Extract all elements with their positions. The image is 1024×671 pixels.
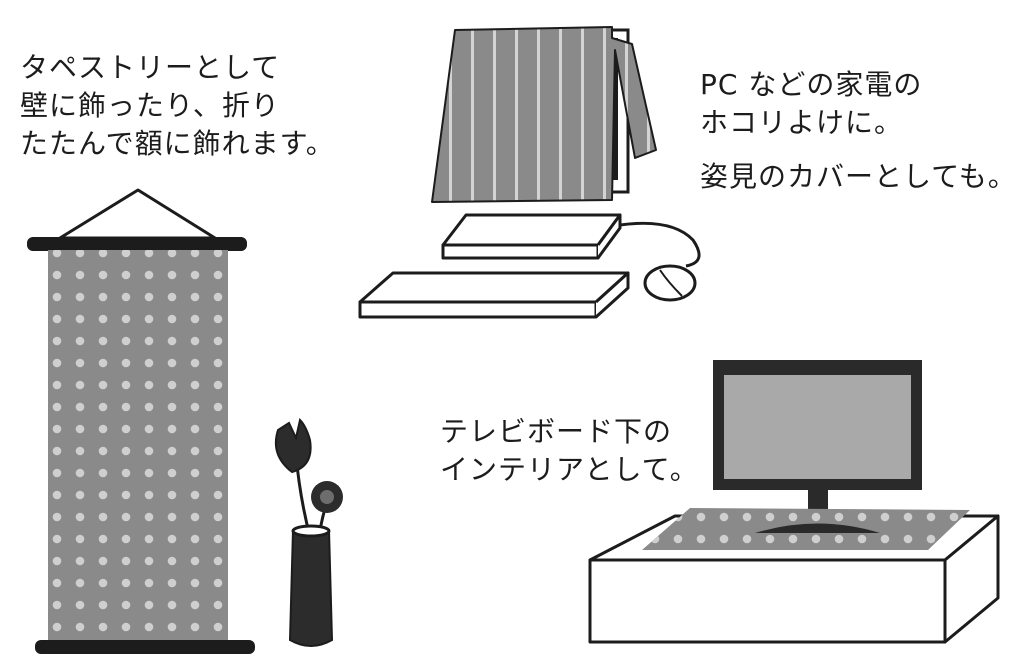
caption-tv-line-1: テレビボード下の [440,415,673,448]
computer-base [441,213,622,247]
hanging-tapestry-icon [27,188,255,654]
caption-tapestry-line-3: たたんで額に飾れます。 [20,127,335,160]
tapestry-bottom-rod [35,640,255,654]
caption-pc-line-2: ホコリよけに。 [700,106,904,139]
cloth-cover [431,26,657,203]
caption-tv-line-2: インテリアとして。 [440,453,699,486]
computer-base-side [596,213,622,259]
tulip-icon [274,418,312,474]
caption-pc-line-1: PC などの家電の [700,68,923,101]
vase-rim [291,524,331,538]
vase-body [288,529,334,647]
covered-computer-icon [358,26,701,319]
mouse-cable [619,221,701,268]
tapestry-top-rod [27,237,247,251]
tapestry-hanger-string [58,188,217,240]
keyboard-top [358,271,630,304]
computer-base-front [441,243,600,260]
mouse-button-line [659,269,683,297]
keyboard-side [594,271,630,319]
tv-stand-front [755,523,880,533]
tv-board-side [943,514,1000,644]
caption-pc-line-3: 姿見のカバーとしても。 [700,160,1017,193]
caption-pc: PC などの家電の ホコリよけに。 姿見のカバーとしても。 [700,66,1017,196]
caption-tv: テレビボード下の インテリアとして。 [440,413,699,489]
keyboard-front [358,300,598,319]
tv-on-board-icon [588,360,1000,644]
tv-board-front [588,558,947,644]
daisy-icon [311,481,343,513]
tv-screen [724,375,911,479]
caption-tapestry-line-1: タペストリーとして [20,51,281,84]
flower-vase-icon [274,418,343,647]
caption-tapestry-line-2: 壁に飾ったり、折り [20,89,280,122]
caption-tapestry: タペストリーとして 壁に飾ったり、折り たたんで額に飾れます。 [20,49,335,163]
tapestry-dot-pattern [48,250,228,642]
